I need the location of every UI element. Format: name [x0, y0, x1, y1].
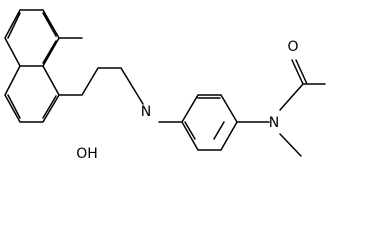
- bond-skeleton-path: [4, 9, 326, 157]
- background: [0, 0, 366, 185]
- diagram-canvas: O N N OH: [0, 0, 366, 185]
- atom-labels: O N N OH: [76, 39, 298, 162]
- oxygen-carbonyl-label: O: [287, 39, 298, 55]
- imine-nitrogen-label: N: [141, 104, 151, 120]
- bond-skeleton: [4, 9, 326, 157]
- chemical-structure: O N N OH: [0, 0, 366, 185]
- hydroxyl-label: OH: [76, 146, 98, 162]
- amide-nitrogen-label: N: [269, 115, 279, 131]
